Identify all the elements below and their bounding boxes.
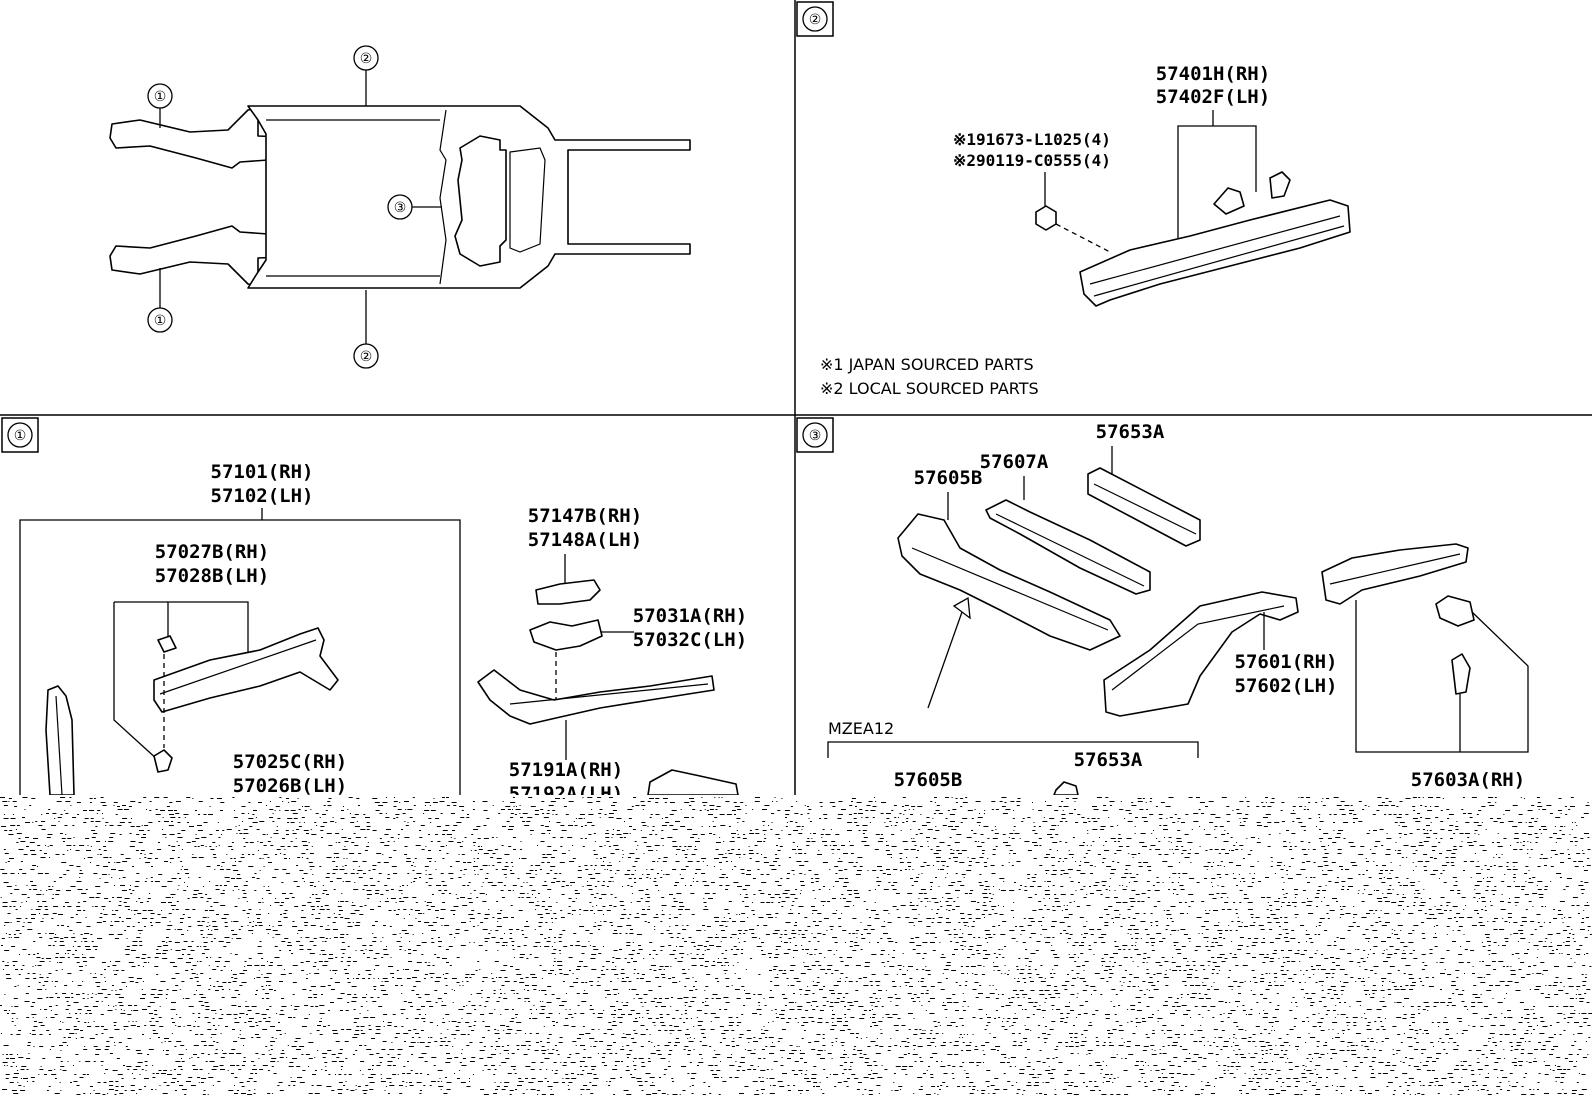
part-label-57401H[interactable]: 57401H(RH) <box>1156 63 1270 85</box>
overview-callout-2-lower[interactable]: ② <box>353 290 379 369</box>
small-bracket-lower[interactable] <box>153 749 173 773</box>
section-1-front-side-member: 57101(RH) 57102(LH) 57027B(RH) 57028B(LH… <box>19 461 747 805</box>
part-label-57032C[interactable]: 57032C(LH) <box>633 629 747 651</box>
rear-member-57603A-rib <box>1329 553 1461 585</box>
center-cross-member[interactable] <box>439 109 447 285</box>
bracket-MZEA12 <box>827 741 1199 758</box>
note-local-sourced: ※2 LOCAL SOURCED PARTS <box>820 379 1039 398</box>
front-pillar-lower[interactable] <box>45 685 75 796</box>
section-box-3[interactable]: ③ <box>796 417 834 453</box>
part-label-57026B[interactable]: 57026B(LH) <box>233 775 347 797</box>
bracket-57401H <box>1177 125 1257 238</box>
part-label-57653A[interactable]: 57653A <box>1096 421 1165 443</box>
part-label-57602[interactable]: 57602(LH) <box>1235 675 1338 697</box>
floor-panel-57605B-rib <box>911 547 1109 631</box>
overview-callout-3[interactable]: ③ <box>387 194 442 220</box>
nut-icon[interactable] <box>1035 205 1057 231</box>
leader-57027B-lower <box>113 602 159 761</box>
note-japan-sourced: ※1 JAPAN SOURCED PARTS <box>820 355 1034 374</box>
part-label-57191A[interactable]: 57191A(RH) <box>509 759 623 781</box>
section-number-2: ② <box>809 12 822 28</box>
bracket-57027B <box>167 601 249 656</box>
cross-member-57653A[interactable] <box>1087 467 1201 547</box>
rocker-panel-57401H[interactable] <box>1079 199 1351 307</box>
overview-callout-1-upper[interactable]: ① <box>147 83 173 128</box>
section-3-cross-members: 57653A 57607A 57605B 57601(RH) 57602(LH)… <box>827 421 1529 796</box>
rear-bracket-section-1[interactable] <box>647 769 739 796</box>
bracket-57603A <box>1355 600 1529 753</box>
small-bracket-clip[interactable] <box>157 635 177 653</box>
overview-callout-2-upper[interactable]: ② <box>353 45 379 106</box>
gusset-57031A[interactable] <box>529 619 603 651</box>
rear-floor-panel[interactable] <box>454 135 507 267</box>
part-label-57028B[interactable]: 57028B(LH) <box>155 565 269 587</box>
bracket-57101 <box>19 519 461 795</box>
lower-member-57191A[interactable] <box>477 669 715 725</box>
front-pillar-rib <box>55 695 63 796</box>
rocker-rib-2 <box>1093 225 1345 297</box>
degraded-image-region <box>0 795 1592 1099</box>
part-label-57148A[interactable]: 57148A(LH) <box>528 529 642 551</box>
part-label-57607A[interactable]: 57607A <box>980 451 1049 473</box>
cross-member-57607A[interactable] <box>985 499 1151 595</box>
small-part-mzea12[interactable] <box>1053 781 1079 796</box>
bracket-57603A-upper[interactable] <box>1435 595 1475 627</box>
bracket-57603A-lower[interactable] <box>1451 653 1471 695</box>
section-box-2[interactable]: ② <box>796 1 834 37</box>
part-label-57402F[interactable]: 57402F(LH) <box>1156 86 1270 108</box>
fastener-dash-line <box>1055 223 1111 253</box>
model-label-MZEA12[interactable]: MZEA12 <box>828 719 894 738</box>
section-2-rocker: 57401H(RH) 57402F(LH) ※191673-L1025(4) ※… <box>820 63 1351 398</box>
rocker-bracket-rear[interactable] <box>1269 171 1291 199</box>
part-label-57605B-mzea12[interactable]: 57605B <box>894 769 963 791</box>
part-label-57147B[interactable]: 57147B(RH) <box>528 505 642 527</box>
svg-text:②: ② <box>360 51 373 67</box>
overview-callout-1-lower[interactable]: ① <box>147 268 173 333</box>
part-label-57605B[interactable]: 57605B <box>914 467 983 489</box>
part-label-57653A-mzea12[interactable]: 57653A <box>1074 749 1143 771</box>
cross-member-57653A-rib <box>1093 483 1197 535</box>
direction-arrow-icon <box>927 596 971 709</box>
part-label-57025C[interactable]: 57025C(RH) <box>233 751 347 773</box>
cross-member-57607A-rib <box>995 513 1145 587</box>
part-label-57101[interactable]: 57101(RH) <box>211 461 314 483</box>
extension-57147B[interactable] <box>535 579 601 605</box>
front-side-member-57601[interactable] <box>1103 591 1299 717</box>
front-side-member-57601-rib <box>1111 605 1285 691</box>
part-label-57027B[interactable]: 57027B(RH) <box>155 541 269 563</box>
underbody-overview: ① ② ③ ① ② <box>109 45 691 369</box>
section-box-1[interactable]: ① <box>1 417 39 453</box>
panel-grid <box>0 0 1592 795</box>
floor-panel-57605B[interactable] <box>897 513 1121 651</box>
svg-text:①: ① <box>154 313 167 329</box>
part-label-57102[interactable]: 57102(LH) <box>211 485 314 507</box>
section-number-3: ③ <box>809 428 822 444</box>
part-label-57601[interactable]: 57601(RH) <box>1235 651 1338 673</box>
rear-floor-inner <box>509 147 546 253</box>
part-label-57603A[interactable]: 57603A(RH) <box>1411 769 1525 791</box>
svg-text:②: ② <box>360 349 373 365</box>
front-side-member-57027B[interactable] <box>153 627 339 713</box>
rocker-bracket-front[interactable] <box>1213 187 1245 215</box>
fastener-label-290119[interactable]: ※290119-C0555(4) <box>953 151 1111 170</box>
front-side-member-rib <box>159 639 317 695</box>
rocker-rib-1 <box>1089 215 1341 285</box>
lower-member-rib <box>509 683 709 705</box>
svg-text:③: ③ <box>394 200 407 216</box>
svg-text:①: ① <box>154 89 167 105</box>
rear-member-57603A[interactable] <box>1321 543 1469 605</box>
part-label-57031A[interactable]: 57031A(RH) <box>633 605 747 627</box>
fastener-label-191673[interactable]: ※191673-L1025(4) <box>953 130 1111 149</box>
section-number-1: ① <box>14 428 27 444</box>
